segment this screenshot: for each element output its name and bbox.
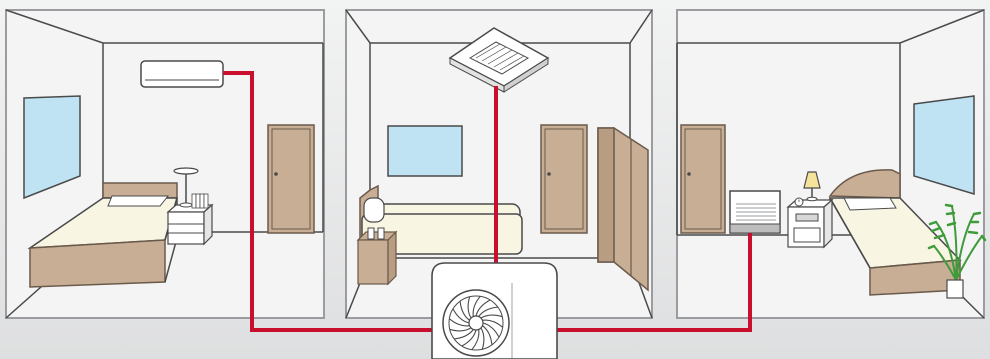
nightstand [788,200,832,247]
window [388,126,462,176]
nightstand [168,205,212,244]
books [192,194,208,208]
door [681,125,725,233]
room-3 [677,10,985,318]
side-table [358,232,396,284]
multi-split-outdoor-unit [432,263,557,359]
floor-console-unit [730,191,780,233]
alarm-clock [795,198,803,206]
door [268,125,314,233]
room-1 [6,10,324,318]
fan-grille [443,290,509,356]
door [541,125,587,233]
wall-mounted-unit [141,61,223,87]
window [914,96,974,194]
